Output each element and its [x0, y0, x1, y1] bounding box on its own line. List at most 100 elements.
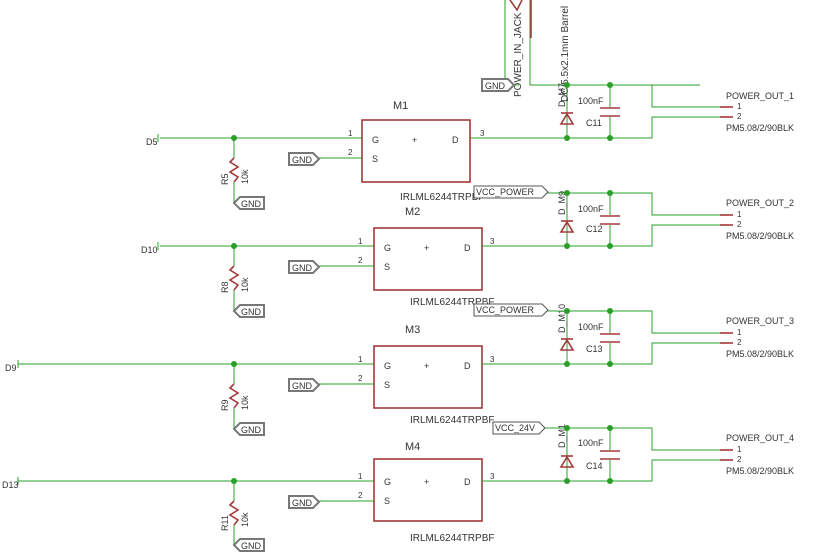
- mosfet-m3[interactable]: M3 G S D + 1 2 3 IRLML6244TRPBF: [358, 324, 495, 426]
- diode-name: D_M9: [557, 191, 567, 215]
- source-pin-label: S: [384, 496, 390, 506]
- source-pin-label: S: [384, 380, 390, 390]
- signal-label: D9: [5, 363, 17, 373]
- diode-d-m10[interactable]: [559, 338, 575, 351]
- pin2-number: 2: [358, 374, 363, 383]
- mosfet-name: M3: [405, 324, 420, 336]
- diode-d-m1[interactable]: [559, 455, 575, 468]
- source-gnd-tag: GND: [288, 495, 321, 509]
- output-connector-2[interactable]: POWER_OUT_2 1 2 PM5.08/2/90BLK: [720, 198, 794, 241]
- gnd-text: GND: [241, 541, 262, 551]
- resistor-r9[interactable]: [228, 383, 240, 409]
- resistor-gnd-tag: GND: [232, 304, 265, 318]
- power-in-jack[interactable]: POWER_IN_JACK DC 5.5x2.1mm Barrel GND: [481, 0, 700, 102]
- source-pin-label: S: [372, 154, 378, 164]
- diode-name: D_M10: [557, 304, 567, 333]
- resistor-gnd-tag: GND: [232, 196, 265, 210]
- pin3-number: 3: [490, 355, 495, 364]
- output-connector-4[interactable]: POWER_OUT_4 1 2 PM5.08/2/90BLK: [720, 433, 794, 476]
- output-name: POWER_OUT_3: [726, 316, 794, 326]
- channel-3: D9 R9 10k GND M3 G S D + 1 2 3 IRLML6244…: [5, 303, 794, 436]
- jack-gnd-tag: GND: [481, 78, 516, 92]
- rail-label-tag: VCC_POWER: [473, 303, 549, 317]
- drain-pin-label: D: [464, 477, 471, 487]
- mosfet-m1[interactable]: M1 G S D + 1 2 3 IRLML6244TRPBF: [348, 100, 485, 203]
- channel-2: D10 R8 10k GND M2 G S D + 1 2 3 IRLML624…: [141, 185, 794, 318]
- capacitor-value: 100nF: [578, 322, 604, 332]
- signal-label: D10: [141, 245, 158, 255]
- rail-label-text: VCC_POWER: [476, 187, 535, 197]
- capacitor-c12[interactable]: [600, 215, 620, 225]
- mosfet-value: IRLML6244TRPBF: [410, 415, 494, 426]
- resistor-value: 10k: [240, 169, 250, 184]
- rail-label-text: VCC_24V: [495, 423, 535, 433]
- gnd-text: GND: [241, 307, 262, 317]
- output-pin2: 2: [737, 338, 742, 347]
- gnd-text: GND: [241, 199, 262, 209]
- gate-pin-label: G: [372, 135, 379, 145]
- capacitor-value: 100nF: [578, 96, 604, 106]
- capacitor-name: C12: [586, 224, 603, 234]
- resistor-name: R11: [220, 515, 230, 531]
- resistor-r8[interactable]: [228, 265, 240, 291]
- capacitor-c13[interactable]: [600, 333, 620, 343]
- output-part: PM5.08/2/90BLK: [726, 123, 794, 133]
- rail-label-tag: VCC_24V: [492, 421, 546, 435]
- output-pin2: 2: [737, 220, 742, 229]
- mosfet-name: M2: [405, 206, 420, 218]
- resistor-r5[interactable]: [228, 157, 240, 183]
- mosfet-value: IRLML6244TRPBF: [410, 533, 494, 544]
- pin3-number: 3: [480, 129, 485, 138]
- resistor-name: R8: [220, 281, 230, 293]
- pin1-number: 1: [348, 129, 353, 138]
- gate-pin-label: G: [384, 243, 391, 253]
- pin2-number: 2: [358, 256, 363, 265]
- plus-mark: +: [424, 477, 429, 487]
- output-name: POWER_OUT_1: [726, 91, 794, 101]
- gnd-text: GND: [292, 498, 313, 508]
- output-pin2: 2: [737, 455, 742, 464]
- pin3-number: 3: [490, 237, 495, 246]
- drain-pin-label: D: [452, 135, 459, 145]
- output-pin1: 1: [737, 445, 742, 454]
- plus-mark: +: [424, 361, 429, 371]
- diode-d-m9[interactable]: [559, 220, 575, 233]
- capacitor-c11[interactable]: [600, 107, 620, 117]
- pin1-number: 1: [358, 472, 363, 481]
- gnd-text: GND: [292, 263, 313, 273]
- resistor-value: 10k: [240, 512, 250, 527]
- capacitor-name: C14: [586, 461, 603, 471]
- resistor-value: 10k: [240, 277, 250, 292]
- resistor-name: R9: [220, 399, 230, 411]
- jack-name: POWER_IN_JACK: [513, 12, 524, 97]
- resistor-r11[interactable]: [228, 500, 240, 526]
- mosfet-m4[interactable]: M4 G S D + 1 2 3 IRLML6244TRPBF: [358, 441, 495, 544]
- capacitor-name: C11: [586, 118, 602, 128]
- resistor-name: R5: [220, 173, 230, 185]
- gnd-text: GND: [292, 155, 313, 165]
- capacitor-name: C13: [586, 344, 603, 354]
- mosfet-value: IRLML6244TRPBF: [410, 297, 494, 308]
- output-connector-3[interactable]: POWER_OUT_3 1 2 PM5.08/2/90BLK: [720, 316, 794, 359]
- capacitor-c14[interactable]: [600, 450, 620, 460]
- pin3-number: 3: [490, 472, 495, 481]
- gate-pin-label: G: [384, 477, 391, 487]
- source-gnd-tag: GND: [288, 378, 321, 392]
- gnd-text: GND: [241, 425, 262, 435]
- source-gnd-tag: GND: [288, 152, 321, 166]
- output-connector-1[interactable]: POWER_OUT_1 1 2 PM5.08/2/90BLK: [720, 91, 794, 133]
- drain-pin-label: D: [464, 361, 471, 371]
- diode-name: D_M7: [557, 83, 567, 107]
- pin1-number: 1: [358, 237, 363, 246]
- output-part: PM5.08/2/90BLK: [726, 466, 794, 476]
- channel-1: D5 R5 10k GND M1 G S D + 1 2 3 IRLML6244…: [146, 82, 794, 210]
- mosfet-m2[interactable]: M2 G S D + 1 2 3 IRLML6244TRPBF: [358, 206, 495, 308]
- signal-label: D13: [2, 480, 19, 490]
- output-part: PM5.08/2/90BLK: [726, 349, 794, 359]
- diode-d-m7[interactable]: [559, 112, 575, 125]
- source-pin-label: S: [384, 262, 390, 272]
- jack-part: DC 5.5x2.1mm Barrel: [560, 6, 571, 102]
- output-pin1: 1: [737, 328, 742, 337]
- source-gnd-tag: GND: [288, 260, 321, 274]
